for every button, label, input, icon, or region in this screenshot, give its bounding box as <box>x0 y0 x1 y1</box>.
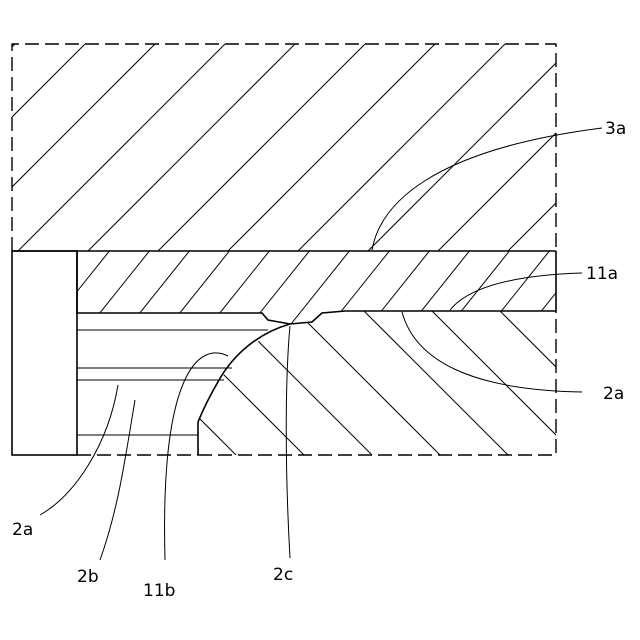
hatch-line-lower <box>500 311 640 455</box>
label-2a-left: 2a <box>12 520 33 540</box>
hatch-line-upper <box>0 44 85 251</box>
leader-lines <box>40 128 602 560</box>
lower-block <box>0 311 640 455</box>
hatch-line-lower <box>296 311 440 455</box>
leader-2c <box>286 326 290 558</box>
hatch-line-upper <box>0 44 15 251</box>
label-3a: 3a <box>605 119 626 139</box>
hatch-line-band <box>611 251 640 324</box>
hatch-line-upper <box>298 44 505 251</box>
lower-block-hatching <box>0 311 640 455</box>
hatch-line-lower <box>568 311 640 455</box>
hatch-line-band <box>451 251 509 324</box>
hollow-region-2b <box>77 330 268 455</box>
left-plate <box>12 251 77 455</box>
hatch-line-upper <box>368 44 575 251</box>
hatch-line-lower <box>364 311 508 455</box>
hatch-line-band <box>531 251 589 324</box>
leader-3a <box>372 128 602 250</box>
label-2b: 2b <box>77 567 99 587</box>
hatch-line-band <box>371 251 429 324</box>
left-plate-outline <box>12 251 77 455</box>
leader-2b <box>100 400 135 560</box>
hatch-line-upper <box>228 44 435 251</box>
hatch-line-lower <box>24 311 168 455</box>
hatch-line-lower <box>228 311 372 455</box>
hatch-line-upper <box>0 44 155 251</box>
leader-11a <box>450 273 582 310</box>
hatch-line-band <box>571 251 629 324</box>
label-11b: 11b <box>143 581 175 601</box>
hatch-line-upper <box>158 44 365 251</box>
hatch-line-upper <box>88 44 295 251</box>
leader-11b <box>165 353 228 560</box>
curved-surface-11b <box>198 324 290 422</box>
hatch-line-band <box>11 251 69 324</box>
leader-2a-right <box>402 312 582 392</box>
hatch-line-upper <box>18 44 225 251</box>
hatch-line-lower <box>0 311 100 455</box>
hatch-line-lower <box>160 311 304 455</box>
hatch-line-band <box>411 251 469 324</box>
labels: 3a 11a 2a 2a 2b 11b 2c <box>12 119 626 601</box>
hatch-line-band <box>0 251 29 324</box>
hatch-line-upper <box>508 44 640 251</box>
leader-2a-left <box>40 385 118 515</box>
hatch-line-lower <box>92 311 236 455</box>
lower-block-dashed-boundary <box>198 311 556 455</box>
upper-block-3a <box>0 44 640 251</box>
hatch-line-band <box>491 251 549 324</box>
label-11a: 11a <box>586 264 618 284</box>
label-2a-right: 2a <box>603 384 624 404</box>
hatch-line-lower <box>432 311 576 455</box>
band-11a <box>0 251 640 324</box>
hatch-line-band <box>331 251 389 324</box>
hatch-line-band <box>291 251 349 324</box>
upper-block-hatching <box>0 44 640 251</box>
hatch-line-upper <box>578 44 640 251</box>
label-2c: 2c <box>273 565 293 585</box>
